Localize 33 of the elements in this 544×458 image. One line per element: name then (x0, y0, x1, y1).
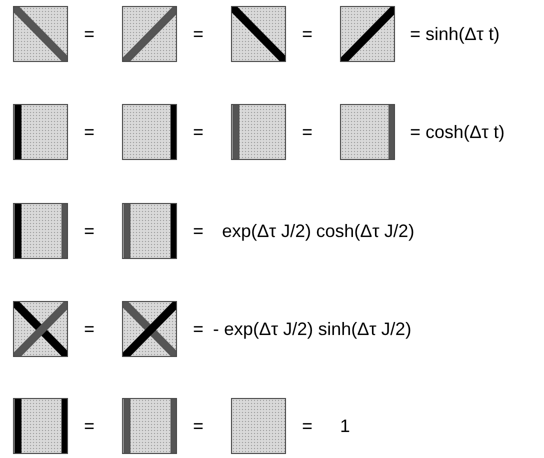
formula-text: exp(Δτ J/2) cosh(Δτ J/2) (222, 221, 414, 241)
equals-sign: = (302, 122, 313, 142)
plaquette-box (122, 203, 177, 259)
equals-sign: = (84, 24, 95, 44)
plaquette-box (13, 398, 68, 454)
plaquette-box (122, 398, 177, 454)
plaquette-box (340, 6, 395, 62)
formula-text: - exp(Δτ J/2) sinh(Δτ J/2) (213, 319, 412, 339)
plaquette-box (340, 104, 395, 160)
equals-sign: = (84, 416, 95, 436)
formula-text: = sinh(Δτ t) (410, 24, 500, 44)
plaquette-box (122, 6, 177, 62)
equals-sign: = (84, 122, 95, 142)
equals-sign: = (84, 319, 95, 339)
plaquette-box (122, 301, 177, 357)
equals-sign: = (84, 221, 95, 241)
equals-sign: = (193, 319, 204, 339)
plaquette-box (13, 6, 68, 62)
formula-text: = cosh(Δτ t) (410, 122, 505, 142)
plaquette-box (231, 6, 286, 62)
equals-sign: = (193, 24, 204, 44)
formula-text: 1 (340, 416, 350, 436)
plaquette-box (231, 398, 286, 454)
equals-sign: = (302, 24, 313, 44)
plaquette-box (231, 104, 286, 160)
plaquette-box (13, 203, 68, 259)
equals-sign: = (302, 416, 313, 436)
plaquette-box (122, 104, 177, 160)
equals-sign: = (193, 122, 204, 142)
plaquette-box (13, 301, 68, 357)
equals-sign: = (193, 416, 204, 436)
equals-sign: = (193, 221, 204, 241)
plaquette-box (13, 104, 68, 160)
